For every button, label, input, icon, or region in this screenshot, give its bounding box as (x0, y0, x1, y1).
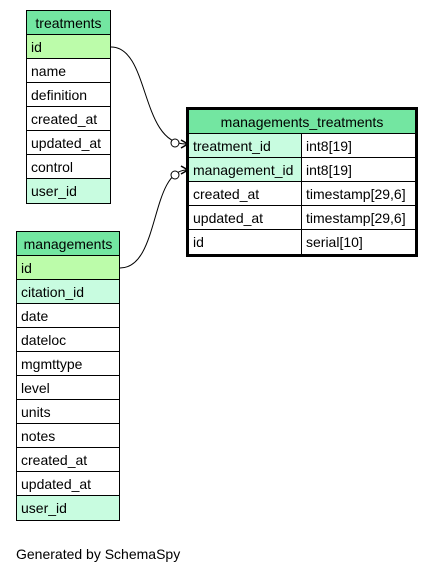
column-user-id[interactable]: user_id (27, 179, 110, 203)
column-type: serial[10] (306, 234, 363, 250)
crowfoot-optional-icon (170, 170, 180, 180)
column-user-id[interactable]: user_id (17, 496, 119, 520)
column-name: treatment_id (189, 134, 302, 157)
column-treatment-id[interactable]: treatment_id int8[19] (189, 134, 415, 158)
column-mgmttype[interactable]: mgmttype (17, 352, 119, 376)
column-date[interactable]: date (17, 304, 119, 328)
column-updated-at[interactable]: updated_at (27, 131, 110, 155)
column-dateloc[interactable]: dateloc (17, 328, 119, 352)
column-definition[interactable]: definition (27, 83, 110, 107)
column-name: management_id (189, 158, 302, 181)
column-id[interactable]: id (17, 256, 119, 280)
column-created-at[interactable]: created_at (17, 448, 119, 472)
column-created-at[interactable]: created_at timestamp[29,6] (189, 182, 415, 206)
column-id[interactable]: id (27, 35, 110, 59)
column-units[interactable]: units (17, 400, 119, 424)
column-notes[interactable]: notes (17, 424, 119, 448)
column-id[interactable]: id serial[10] (189, 230, 415, 254)
column-citation-id[interactable]: citation_id (17, 280, 119, 304)
column-type: timestamp[29,6] (306, 186, 406, 202)
column-control[interactable]: control (27, 155, 110, 179)
column-updated-at[interactable]: updated_at timestamp[29,6] (189, 206, 415, 230)
table-treatments[interactable]: treatments id name definition created_at… (26, 10, 111, 204)
column-management-id[interactable]: management_id int8[19] (189, 158, 415, 182)
table-managements-treatments[interactable]: managements_treatments treatment_id int8… (186, 107, 418, 257)
table-title[interactable]: managements (17, 232, 119, 256)
column-name: updated_at (189, 206, 302, 229)
crowfoot-optional-icon (170, 138, 180, 148)
table-title[interactable]: treatments (27, 11, 110, 35)
link-treatments-to-mt (110, 46, 187, 145)
column-name: id (189, 230, 302, 254)
generated-by-footer: Generated by SchemaSpy (16, 546, 181, 562)
column-level[interactable]: level (17, 376, 119, 400)
column-name[interactable]: name (27, 59, 110, 83)
link-managements-to-mt (119, 169, 187, 269)
column-type: timestamp[29,6] (306, 210, 406, 226)
column-type: int8[19] (306, 138, 352, 154)
column-updated-at[interactable]: updated_at (17, 472, 119, 496)
column-name: created_at (189, 182, 302, 205)
table-title[interactable]: managements_treatments (189, 110, 415, 134)
table-managements[interactable]: managements id citation_id date dateloc … (16, 231, 120, 521)
column-created-at[interactable]: created_at (27, 107, 110, 131)
column-type: int8[19] (306, 162, 352, 178)
